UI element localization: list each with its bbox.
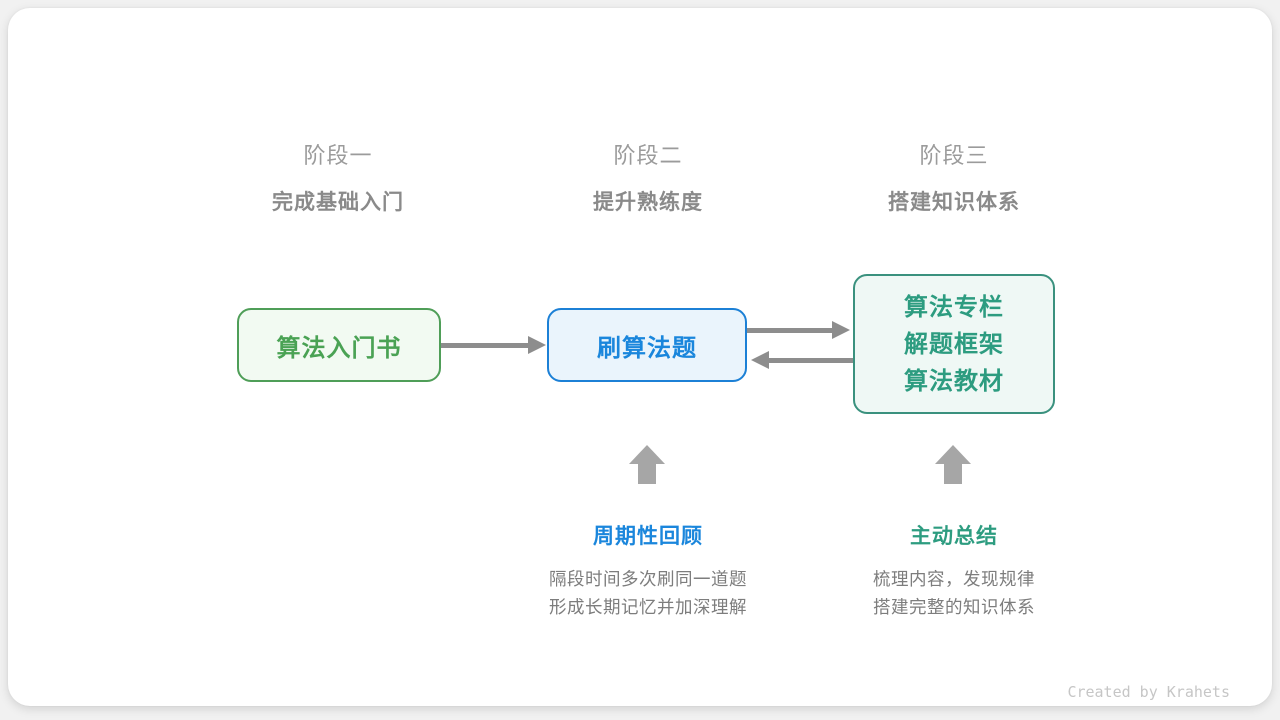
stage1-title: 完成基础入门 — [272, 191, 404, 214]
node-intro-book-label: 算法入门书 — [276, 334, 402, 362]
arrow-right-icon — [441, 343, 529, 348]
block-arrow-up-icon — [935, 445, 971, 464]
arrow-left-head-icon — [751, 351, 769, 369]
review-title: 周期性回顾 — [593, 525, 703, 548]
block-arrow-up-stem-icon — [638, 463, 656, 484]
block-arrow-up-icon — [629, 445, 665, 464]
node-advanced-line-3: 算法教材 — [904, 367, 1004, 395]
arrow-left-icon — [768, 358, 853, 363]
stage3-label: 阶段三 — [919, 143, 989, 168]
arrow-right-head-icon — [528, 336, 546, 354]
node-intro-book: 算法入门书 — [237, 308, 441, 382]
node-practice-label: 刷算法题 — [597, 334, 697, 362]
node-advanced: 算法专栏 解题框架 算法教材 — [853, 274, 1055, 414]
block-arrow-up-stem-icon — [944, 463, 962, 484]
node-advanced-line-2: 解题框架 — [904, 330, 1004, 358]
summary-description: 梳理内容，发现规律 搭建完整的知识体系 — [794, 566, 1114, 621]
arrow-right-icon — [747, 328, 833, 333]
summary-description-line-1: 梳理内容，发现规律 — [873, 569, 1035, 589]
arrow-right-head-icon — [832, 321, 850, 339]
summary-description-line-2: 搭建完整的知识体系 — [873, 596, 1035, 617]
stage2-label: 阶段二 — [613, 143, 683, 168]
stage1-label: 阶段一 — [303, 143, 373, 168]
node-advanced-line-1: 算法专栏 — [904, 293, 1004, 321]
stage3-title: 搭建知识体系 — [888, 191, 1020, 214]
review-description: 隔段时间多次刷同一道题 形成长期记忆并加深理解 — [488, 566, 808, 621]
node-practice: 刷算法题 — [547, 308, 747, 382]
review-description-line-1: 隔段时间多次刷同一道题 — [549, 569, 747, 589]
stage2-title: 提升熟练度 — [593, 191, 703, 214]
credit-text: Created by Krahets — [1067, 683, 1230, 701]
review-description-line-2: 形成长期记忆并加深理解 — [549, 596, 747, 617]
summary-title: 主动总结 — [910, 525, 998, 548]
roadmap-card: 阶段一 完成基础入门 阶段二 提升熟练度 阶段三 搭建知识体系 算法入门书 刷算… — [8, 8, 1272, 706]
